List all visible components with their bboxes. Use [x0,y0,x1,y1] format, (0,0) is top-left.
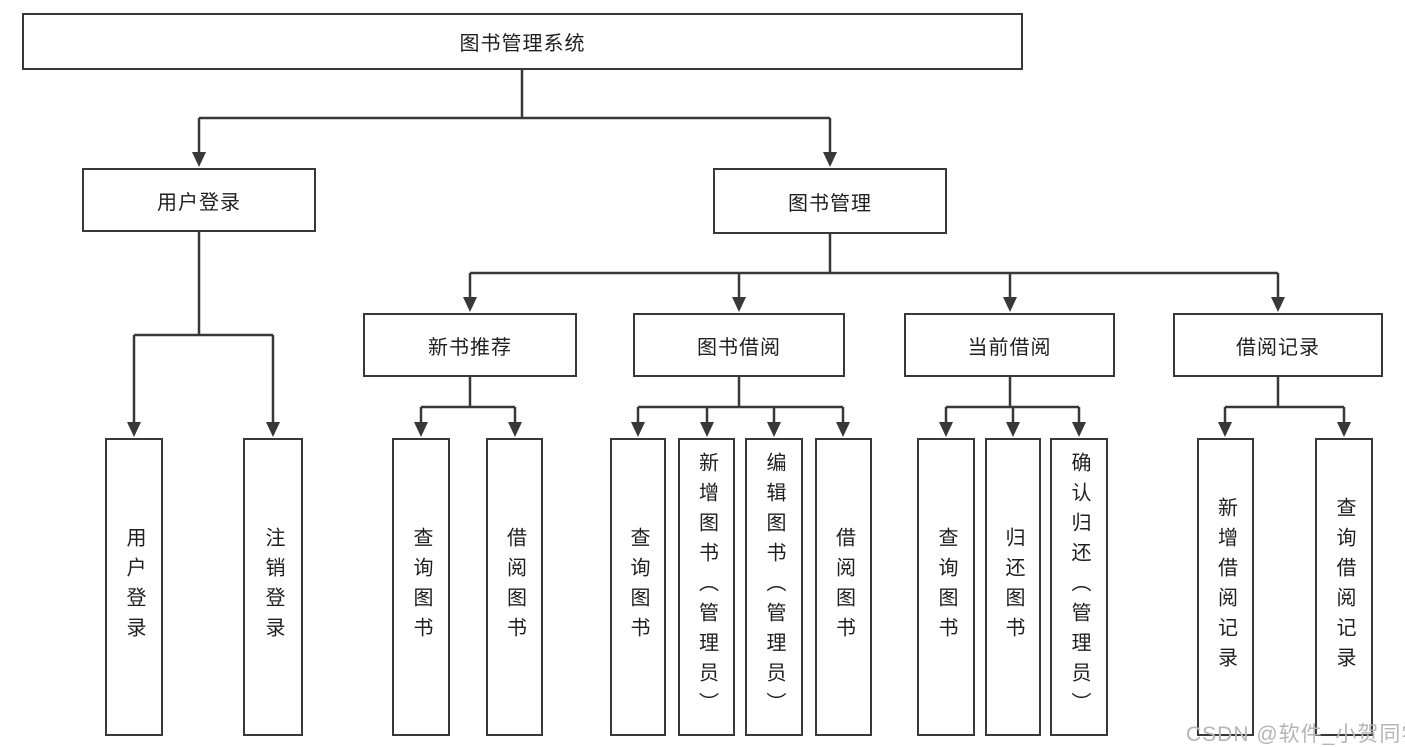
leaf-add-borrow-record: 新增借阅记录 [1197,438,1254,736]
node-label: 查询图书 [935,527,957,647]
node-label: 归还图书 [1002,527,1024,647]
node-label: 借阅记录 [1236,336,1320,359]
leaf-query-books-current: 查询图书 [917,438,975,736]
leaf-query-books-recommend: 查询图书 [392,438,450,736]
node-label: 查询图书 [410,527,432,647]
node-label: 当前借阅 [967,336,1052,359]
node-label: 图书管理系统 [459,33,586,55]
leaf-borrow-books-recommend: 借阅图书 [486,438,543,736]
node-label: 编辑图书（管理员） [763,452,785,722]
leaf-query-borrow-record: 查询借阅记录 [1315,438,1373,736]
node-label: 新增借阅记录 [1214,497,1237,677]
node-label: 用户登录 [123,527,145,647]
node-root: 图书管理系统 [22,13,1023,70]
leaf-query-books-borrow: 查询图书 [610,438,666,736]
node-user-login-branch: 用户登录 [82,168,316,232]
leaf-add-book-admin: 新增图书（管理员） [678,438,735,736]
node-label: 注销登录 [262,527,284,647]
node-label: 确认归还（管理员） [1068,452,1090,722]
node-book-management: 图书管理 [713,168,947,234]
leaf-borrow-books: 借阅图书 [815,438,872,736]
leaf-return-books: 归还图书 [985,438,1041,736]
leaf-edit-book-admin: 编辑图书（管理员） [745,438,803,736]
leaf-user-login: 用户登录 [105,438,163,736]
watermark: CSDN @软件_小贺同学 [1186,723,1405,746]
node-label: 借阅图书 [832,527,855,647]
node-current-borrow: 当前借阅 [904,313,1115,377]
node-label: 新书推荐 [428,336,512,359]
node-label: 图书借阅 [697,336,781,359]
node-borrow-records: 借阅记录 [1173,313,1383,377]
node-label: 查询借阅记录 [1333,497,1355,677]
node-label: 用户登录 [157,191,241,214]
node-label: 借阅图书 [503,527,526,647]
node-label: 新增图书（管理员） [695,452,718,722]
node-label: 图书管理 [788,192,872,215]
leaf-confirm-return-admin: 确认归还（管理员） [1050,438,1108,736]
node-book-borrow: 图书借阅 [633,313,845,377]
node-label: 查询图书 [627,527,649,647]
leaf-logout: 注销登录 [243,438,303,736]
node-new-book-recommend: 新书推荐 [363,313,577,377]
